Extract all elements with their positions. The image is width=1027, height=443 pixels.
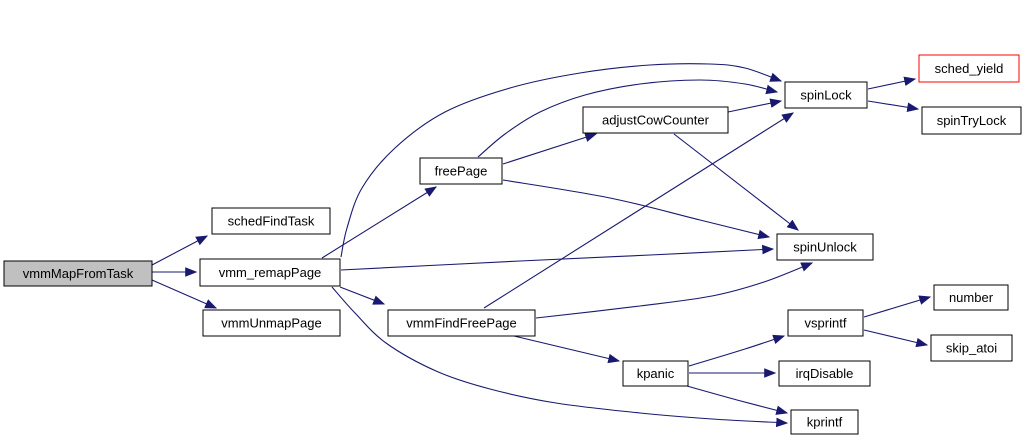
node-label: kpanic bbox=[637, 366, 675, 381]
edge-vmm_remapPage-vmmFindFreePage bbox=[339, 286, 386, 305]
node-vmm_remapPage[interactable]: vmm_remapPage bbox=[199, 258, 341, 287]
edge-kpanic-vsprintf bbox=[688, 334, 786, 367]
node-label: spinUnlock bbox=[793, 240, 857, 255]
edge-adjustCowCounter-spinUnlock bbox=[673, 133, 799, 231]
edge-spinLock-sched_yield bbox=[867, 76, 917, 90]
node-adjustCowCounter[interactable]: adjustCowCounter bbox=[582, 106, 729, 134]
node-schedFindTask[interactable]: schedFindTask bbox=[211, 207, 331, 235]
node-box bbox=[199, 258, 341, 287]
node-kprintf[interactable]: kprintf bbox=[790, 409, 859, 435]
edge-vsprintf-number bbox=[863, 295, 932, 318]
edge-freePage-spinUnlock bbox=[502, 179, 771, 240]
node-box bbox=[387, 309, 536, 337]
node-spinLock[interactable]: spinLock bbox=[784, 81, 868, 109]
node-label: vmmMapFromTask bbox=[23, 266, 134, 281]
node-box bbox=[776, 233, 874, 261]
node-vmmMapFromTask: vmmMapFromTask bbox=[3, 260, 153, 287]
node-label: skip_atoi bbox=[946, 341, 997, 356]
node-label: freePage bbox=[435, 164, 488, 179]
node-label: vsprintf bbox=[805, 316, 847, 331]
node-box bbox=[582, 106, 729, 134]
node-label: vmmUnmapPage bbox=[221, 316, 321, 331]
node-box bbox=[790, 409, 859, 435]
edge-adjustCowCounter-spinLock bbox=[727, 98, 783, 113]
node-kpanic[interactable]: kpanic bbox=[622, 360, 689, 387]
node-label: adjustCowCounter bbox=[602, 113, 710, 128]
edge-vmmFindFreePage-kpanic bbox=[513, 335, 621, 364]
edge-vmm_remapPage-freePage bbox=[321, 186, 438, 259]
node-box bbox=[918, 54, 1020, 83]
node-box bbox=[787, 309, 864, 337]
node-irqDisable[interactable]: irqDisable bbox=[778, 360, 871, 387]
node-freePage[interactable]: freePage bbox=[419, 157, 503, 185]
node-box bbox=[933, 284, 1009, 311]
node-box bbox=[930, 334, 1013, 362]
edge-kpanic-kprintf bbox=[686, 385, 789, 415]
node-box bbox=[3, 260, 153, 287]
node-box bbox=[419, 157, 503, 185]
node-box bbox=[921, 106, 1022, 135]
node-label: schedFindTask bbox=[228, 214, 315, 229]
node-label: vmmFindFreePage bbox=[406, 316, 517, 331]
edge-freePage-adjustCowCounter bbox=[502, 132, 598, 165]
node-label: spinTryLock bbox=[937, 113, 1007, 128]
edge-vmm_remapPage-spinLock bbox=[340, 63, 783, 258]
edge-vmmFindFreePage-spinLock bbox=[483, 112, 795, 309]
node-vmmFindFreePage[interactable]: vmmFindFreePage bbox=[387, 309, 536, 337]
edge-vmmMapFromTask-schedFindTask bbox=[151, 235, 209, 266]
node-spinTryLock[interactable]: spinTryLock bbox=[921, 106, 1022, 135]
node-box bbox=[211, 207, 331, 235]
node-label: irqDisable bbox=[796, 366, 854, 381]
node-vmmUnmapPage[interactable]: vmmUnmapPage bbox=[202, 309, 341, 337]
node-label: spinLock bbox=[800, 88, 852, 103]
node-skip_atoi[interactable]: skip_atoi bbox=[930, 334, 1013, 362]
node-label: number bbox=[949, 290, 994, 305]
node-sched_yield[interactable]: sched_yield bbox=[918, 54, 1020, 83]
edge-freePage-spinLock bbox=[477, 79, 779, 158]
edge-vsprintf-skip_atoi bbox=[863, 329, 929, 348]
node-box bbox=[622, 360, 689, 387]
node-box bbox=[784, 81, 868, 109]
node-vsprintf[interactable]: vsprintf bbox=[787, 309, 864, 337]
node-number[interactable]: number bbox=[933, 284, 1009, 311]
node-spinUnlock[interactable]: spinUnlock bbox=[776, 233, 874, 261]
node-label: kprintf bbox=[807, 415, 843, 430]
node-box bbox=[202, 309, 341, 337]
node-label: vmm_remapPage bbox=[219, 265, 322, 280]
edge-vmm_remapPage-kprintf bbox=[331, 286, 789, 428]
node-box bbox=[778, 360, 871, 387]
edge-vmm_remapPage-spinUnlock bbox=[340, 244, 775, 271]
node-label: sched_yield bbox=[935, 61, 1004, 76]
edge-spinLock-spinTryLock bbox=[867, 100, 920, 113]
edge-vmmMapFromTask-vmmUnmapPage bbox=[151, 279, 218, 309]
edge-vmmFindFreePage-spinUnlock bbox=[535, 262, 814, 319]
